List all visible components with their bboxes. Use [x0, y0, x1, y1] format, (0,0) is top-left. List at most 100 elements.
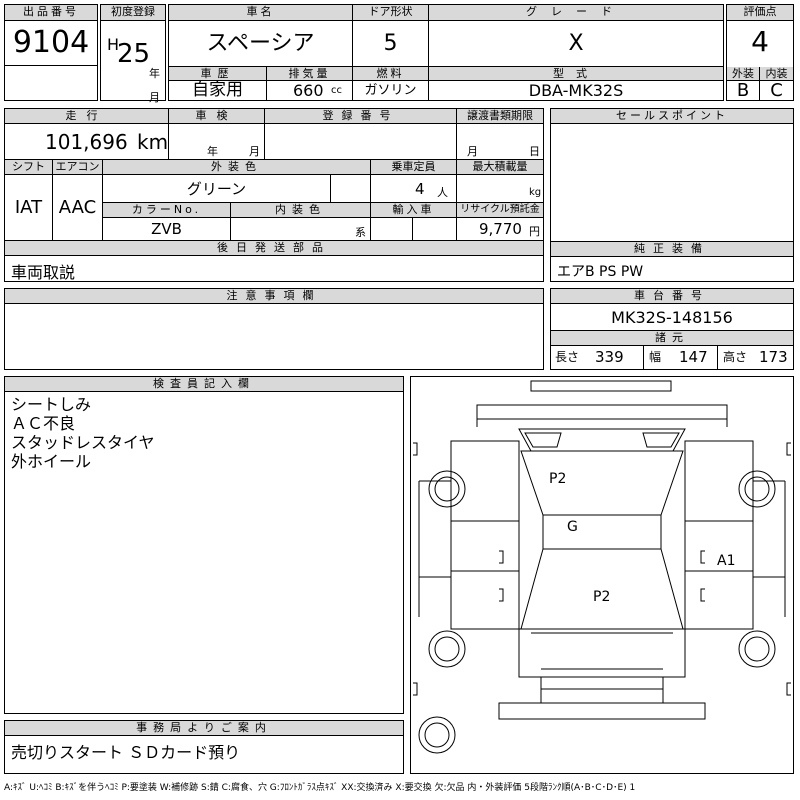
lot-number-label: 出品番号: [5, 5, 97, 21]
damage-mark-roof: G: [567, 519, 578, 535]
damage-mark-hood: P2: [549, 471, 567, 487]
dimensions-label: 諸元: [551, 331, 793, 346]
grade: X: [429, 21, 723, 67]
sales-point-label: セールスポイント: [551, 109, 793, 124]
intcolor-label: 内装色: [231, 203, 371, 218]
equipment-value: エアB PS PW: [557, 264, 644, 280]
car-diagram: [413, 380, 791, 754]
sales-point-box: セールスポイント 純正装備 エアB PS PW: [550, 108, 794, 282]
dimensions-row: 長さ 339 幅 147 高さ 173: [551, 346, 793, 369]
transfer-label: 譲渡書類期限: [457, 109, 543, 124]
load-cell: kg: [457, 175, 543, 203]
fuel-label: 燃料: [353, 67, 429, 81]
displacement-unit: cc: [331, 85, 342, 96]
office-label: 事務局よりご案内: [5, 721, 403, 736]
aircon-label: エアコン: [53, 160, 103, 175]
inspection-year-unit: 年: [207, 145, 218, 158]
damage-mark-side: A1: [717, 553, 736, 569]
vehicle-main-box: 車名 ドア形状 グレード スペーシア 5 X 車歴 排気量 燃料 型式 自家用 …: [168, 4, 724, 101]
import-cell-b: [413, 218, 457, 241]
damage-mark-rear: P2: [593, 589, 611, 605]
seats-value: 4: [415, 180, 425, 198]
history-label: 車歴: [169, 67, 267, 81]
seats-unit: 人: [437, 186, 448, 199]
shift-value: IAT: [5, 175, 53, 241]
year-unit: 年: [149, 67, 160, 80]
displacement-cell: 660 cc: [267, 81, 353, 100]
later-parts-label: 後日発送部品: [5, 241, 543, 256]
color-extra-cell: [331, 175, 371, 203]
displacement-value: 660: [293, 81, 324, 100]
aircon-value: AAC: [53, 175, 103, 241]
model-value: DBA-MK32S: [528, 81, 624, 100]
mileage-label: 走行: [5, 109, 169, 124]
colorno-label: カラーNo.: [103, 203, 231, 218]
damage-diagram-box: P2 G A1 P2: [410, 376, 794, 774]
registration-box: 初度登録 H 25 年 月: [100, 4, 166, 104]
exterior-grade: B: [727, 81, 760, 100]
intcolor-cell: 系: [231, 218, 371, 241]
seats-label: 乗車定員: [371, 160, 457, 175]
score-label: 評価点: [727, 5, 793, 21]
equipment-label: 純正装備: [551, 242, 793, 257]
registration-year: 25: [117, 39, 151, 69]
chassis-box: 車台番号 MK32S-148156 諸元 長さ 339 幅 147 高さ 173: [550, 288, 794, 370]
regno-cell: [265, 124, 457, 160]
lot-number: 9104: [12, 25, 90, 60]
chassis-number: MK32S-148156: [551, 304, 793, 331]
fuel-value: ガソリン: [353, 81, 429, 100]
era-letter: H: [107, 35, 120, 54]
later-parts-value: 車両取説: [11, 263, 76, 282]
inspection-month-unit: 月: [249, 145, 260, 158]
width-value: 147: [679, 348, 708, 366]
vehicle-name: スペーシア: [169, 21, 353, 67]
history-value: 自家用: [169, 81, 267, 100]
length-value: 339: [595, 348, 624, 366]
recycle-cell: 9,770 円: [457, 218, 543, 241]
inspector-line-4: 外ホイール: [11, 452, 92, 471]
office-text: 売切りスタート ＳＤカード預り: [11, 743, 241, 762]
transfer-month-unit: 月: [467, 145, 478, 158]
model-label: 型式: [429, 67, 723, 81]
office-box: 事務局よりご案内 売切りスタート ＳＤカード預り: [4, 720, 404, 774]
door-type: 5: [353, 21, 429, 67]
inspector-label: 検査員記入欄: [5, 377, 403, 392]
exterior-label: 外装: [727, 67, 760, 81]
width-label: 幅: [649, 350, 662, 364]
shift-label: シフト: [5, 160, 53, 175]
interior-grade: C: [770, 81, 783, 100]
import-cell-a: [371, 218, 413, 241]
details-box: 走行 車検 登録番号 譲渡書類期限 101,696 km 年 月 月 日 シフト…: [4, 108, 544, 282]
chassis-label: 車台番号: [551, 289, 793, 304]
inspector-line-1: シートしみ: [11, 395, 92, 414]
recycle-unit: 円: [529, 225, 540, 238]
recycle-value: 9,770: [479, 220, 522, 238]
name-label: 車名: [169, 5, 353, 21]
score-box: 評価点 4 外装 内装 B C: [726, 4, 794, 101]
inspector-line-3: スタッドレスタイヤ: [11, 433, 155, 452]
notes-label: 注意事項欄: [5, 289, 543, 304]
grade-label: グレード: [429, 5, 723, 21]
legend-text: A:ｷｽﾞ U:ﾍｺﾐ B:ｷｽﾞを伴うﾍｺﾐ P:要塗装 W:補修跡 S:錆 …: [4, 783, 636, 793]
notes-box: 注意事項欄: [4, 288, 544, 370]
transfer-cell: 月 日: [457, 124, 543, 160]
displacement-label: 排気量: [267, 67, 353, 81]
month-unit: 月: [149, 91, 160, 104]
inspection-cell: 年 月: [169, 124, 265, 160]
intcolor-unit: 系: [355, 226, 366, 239]
lot-number-box: 出品番号 9104: [4, 4, 98, 101]
transfer-day-unit: 日: [529, 145, 540, 158]
import-label: 輸入車: [371, 203, 457, 218]
mileage-value: 101,696: [45, 130, 128, 154]
score-value: 4: [751, 25, 769, 58]
inspector-box: 検査員記入欄 シートしみ ＡＣ不良 スタッドレスタイヤ 外ホイール: [4, 376, 404, 714]
load-label: 最大積載量: [457, 160, 543, 175]
seats-cell: 4 人: [371, 175, 457, 203]
door-label: ドア形状: [353, 5, 429, 21]
height-label: 高さ: [723, 350, 748, 364]
mileage-unit: km: [137, 130, 169, 154]
regno-label: 登録番号: [265, 109, 457, 124]
inspection-label: 車検: [169, 109, 265, 124]
inspector-line-2: ＡＣ不良: [11, 414, 76, 433]
recycle-label: リサイクル預託金: [457, 203, 543, 218]
